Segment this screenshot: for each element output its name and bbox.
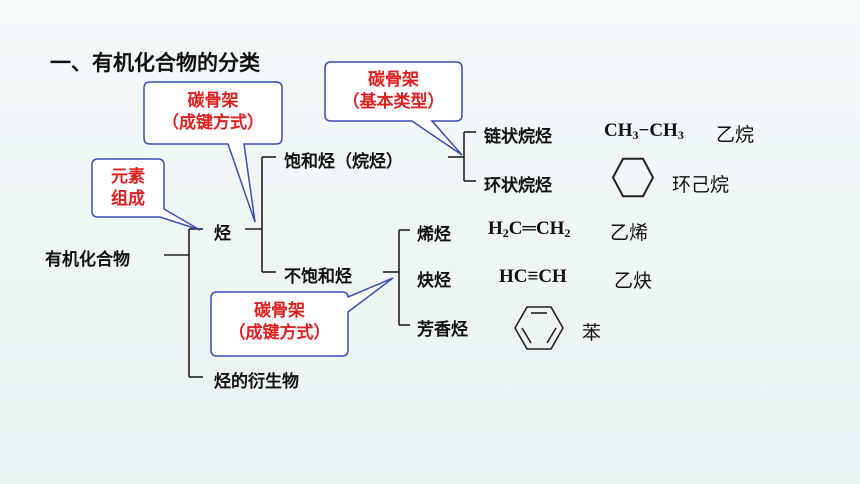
callout-basic-type: 碳骨架（基本类型） [342,70,445,112]
node-hydrocarbon-derivative: 烃的衍生物 [214,372,299,392]
node-chain-alkane: 链状烷烃 [484,127,552,147]
callout-bond-mode-lower: 碳骨架（成键方式） [228,301,331,343]
formula-ethylene: H2C═CH2 [488,218,571,240]
node-unsaturated-hydrocarbon: 不饱和烃 [284,267,352,287]
callout-basic-type-bubble [324,61,463,156]
cyclohexane-structure [611,157,655,198]
node-saturated-hydrocarbon: 饱和烃（烷烃） [284,152,403,172]
callout-bond-mode-upper: 碳骨架（成键方式） [162,91,264,133]
benzene-structure [514,306,564,350]
node-cyclo-alkane: 环状烷烃 [484,176,552,196]
page-title: 一、有机化合物的分类 [50,51,260,75]
formula-ethane: CH3−CH3 [604,120,684,142]
formula-acetylene: HC≡CH [499,266,567,287]
callout-bond-lower-bubble [210,277,394,357]
node-aromatic-hydrocarbon: 芳香烃 [417,320,468,340]
callout-bond-upper-bubble [143,81,283,223]
node-alkene: 烯烃 [417,225,451,245]
name-cyclohexane: 环己烷 [672,174,730,196]
node-hydrocarbon: 烃 [214,224,231,244]
callout-element-bubble [91,158,201,231]
name-ethane: 乙烷 [716,124,755,146]
node-organic-compound: 有机化合物 [45,250,130,270]
name-benzene: 苯 [582,322,602,344]
name-acetylene: 乙炔 [614,270,653,292]
name-ethylene: 乙烯 [610,222,649,244]
callout-element-composition: 元素组成 [111,167,145,209]
node-alkyne: 炔烃 [417,271,451,291]
